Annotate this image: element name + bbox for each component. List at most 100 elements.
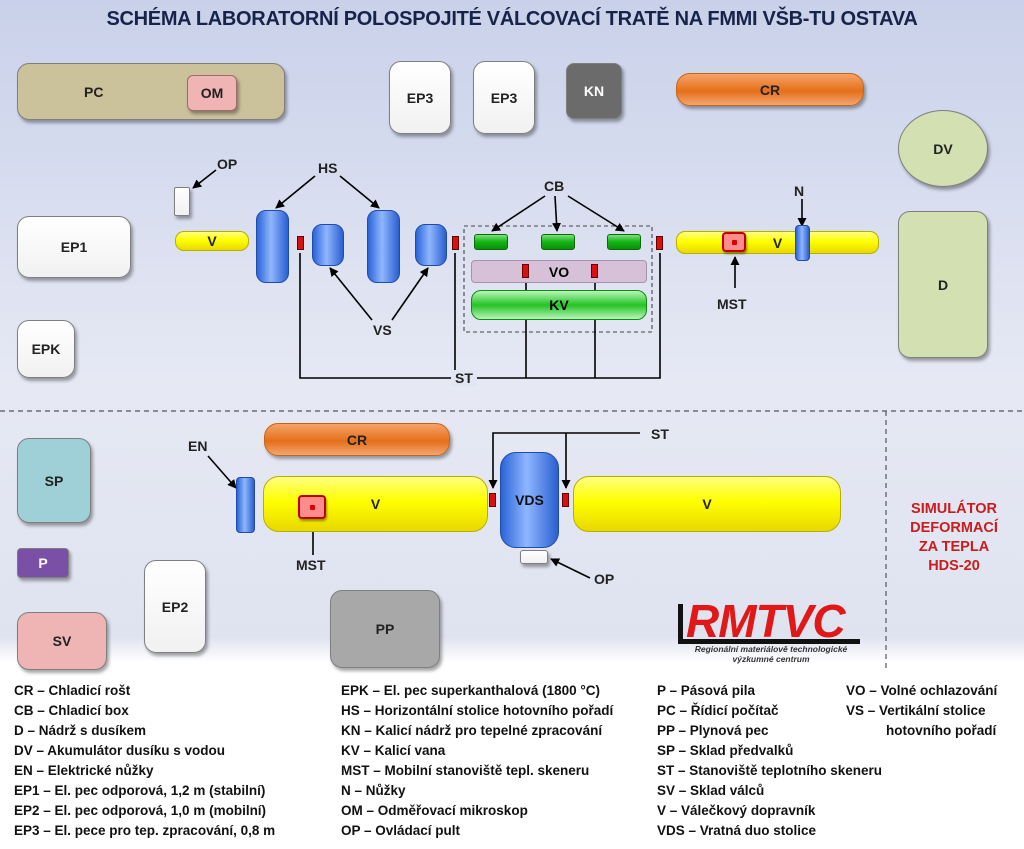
simulator-line-1: SIMULÁTOR bbox=[911, 501, 997, 517]
conveyor-v-right: V bbox=[676, 231, 879, 254]
v-left-label: V bbox=[207, 233, 217, 249]
st-label-bottom: ST bbox=[651, 426, 669, 442]
pc-block: PC bbox=[17, 63, 285, 120]
vds-stand: VDS bbox=[500, 452, 559, 548]
legend-column-4: VO – Volné ochlazování VS – Vertikální s… bbox=[846, 681, 997, 741]
legend-item: VS – Vertikální stolice bbox=[846, 703, 986, 718]
hs-stand-1 bbox=[256, 210, 289, 283]
vds-label: VDS bbox=[515, 492, 544, 508]
st-scanner-3 bbox=[522, 264, 529, 278]
vo-label: VO bbox=[548, 263, 570, 280]
st-scanner-2 bbox=[452, 236, 459, 250]
kv-tank: KV bbox=[471, 290, 647, 320]
ep3-block-2: EP3 bbox=[473, 61, 535, 134]
v-bottom-right-label: V bbox=[702, 496, 712, 512]
d-tank: D bbox=[898, 211, 988, 358]
vo-zone: VO bbox=[471, 260, 647, 283]
kn-block: KN bbox=[566, 63, 622, 119]
rmtvc-logo-mark bbox=[678, 604, 860, 644]
legend-item: MST – Mobilní stanoviště tepl. skeneru bbox=[341, 763, 590, 778]
cb-box-3 bbox=[607, 234, 641, 250]
simulator-caption: SIMULÁTOR DEFORMACÍ ZA TEPLA HDS-20 bbox=[892, 500, 1016, 576]
op-label-bottom: OP bbox=[594, 571, 615, 587]
cr-block-top: CR bbox=[676, 73, 864, 106]
conveyor-v-left: V bbox=[175, 231, 249, 251]
legend-item: OM – Odměřovací mikroskop bbox=[341, 803, 528, 818]
rmtvc-logo: RMTVC Regionální materiálově technologic… bbox=[676, 595, 866, 670]
legend-item: EP1 – El. pec odporová, 1,2 m (stabilní) bbox=[14, 783, 266, 798]
legend-item: HS – Horizontální stolice hotovního pořa… bbox=[341, 703, 614, 718]
cb-box-2 bbox=[541, 234, 575, 250]
legend-item: ST – Stanoviště teplotního skeneru bbox=[657, 763, 883, 778]
om-block: OM bbox=[187, 75, 237, 111]
simulator-line-2: DEFORMACÍ bbox=[910, 520, 998, 536]
legend-item: VDS – Vratná duo stolice bbox=[657, 823, 817, 838]
mst-top bbox=[722, 232, 746, 252]
op-panel-bottom bbox=[520, 550, 548, 564]
legend-item: KV – Kalicí vana bbox=[341, 743, 446, 758]
diagram-title: SCHÉMA LABORATORNÍ POLOSPOJITÉ VÁLCOVACÍ… bbox=[106, 8, 918, 30]
logo-text: RMTVC bbox=[686, 595, 846, 647]
hs-stand-2 bbox=[367, 210, 400, 283]
vs-label: VS bbox=[373, 322, 392, 338]
st-scanner-4 bbox=[591, 264, 598, 278]
cb-box-1 bbox=[474, 234, 508, 250]
v-right-label: V bbox=[772, 234, 783, 251]
legend-item: VO – Volné ochlazování bbox=[846, 683, 998, 698]
epk-block: EPK bbox=[17, 320, 75, 378]
legend-item: P – Pásová pila bbox=[657, 683, 756, 698]
cb-label: CB bbox=[544, 178, 565, 194]
st-scanner-6 bbox=[489, 493, 496, 507]
conveyor-v-bottom-left: V bbox=[263, 476, 488, 532]
en-shears bbox=[236, 477, 255, 533]
op-panel-top bbox=[174, 187, 190, 216]
st-label-top: ST bbox=[451, 370, 477, 386]
legend-item: N – Nůžky bbox=[341, 783, 406, 798]
legend-item: SV – Sklad válců bbox=[657, 783, 765, 798]
legend-item: PC – Řídicí počítač bbox=[657, 703, 779, 718]
mst-label-top: MST bbox=[717, 296, 747, 312]
legend-item: SP – Sklad předvalků bbox=[657, 743, 794, 758]
legend-column-3: P – Pásová pila PC – Řídicí počítač PP –… bbox=[657, 681, 882, 841]
cr-block-bottom: CR bbox=[264, 423, 450, 456]
legend-item: EP2 – El. pec odporová, 1,0 m (mobilní) bbox=[14, 803, 267, 818]
legend-item: CB – Chladicí box bbox=[14, 703, 129, 718]
st-scanner-5 bbox=[656, 236, 663, 250]
ep2-block: EP2 bbox=[144, 560, 206, 653]
logo-subtitle-1: Regionální materiálově technologické bbox=[694, 644, 848, 654]
vs-stand-2 bbox=[415, 224, 447, 266]
ep3-block-1: EP3 bbox=[389, 61, 451, 134]
n-shears bbox=[795, 225, 810, 261]
dv-tank: DV bbox=[898, 110, 988, 187]
pc-label: PC bbox=[84, 83, 104, 100]
mst-bottom bbox=[298, 495, 326, 519]
mst-label-bottom: MST bbox=[296, 557, 326, 573]
v-bottom-left-label: V bbox=[370, 496, 381, 512]
sv-block: SV bbox=[17, 612, 107, 670]
legend-item: CR – Chladicí rošt bbox=[14, 683, 131, 698]
legend-item: OP – Ovládací pult bbox=[341, 823, 461, 838]
legend-item: D – Nádrž s dusíkem bbox=[14, 723, 147, 738]
legend-item: DV – Akumulátor dusíku s vodou bbox=[14, 743, 226, 758]
legend-item: KN – Kalicí nádrž pro tepelné zpracování bbox=[341, 723, 603, 738]
pp-block: PP bbox=[330, 590, 440, 668]
p-block: P bbox=[17, 548, 69, 578]
conveyor-v-bottom-right: V bbox=[573, 476, 841, 532]
en-label: EN bbox=[188, 438, 208, 454]
sp-block: SP bbox=[17, 438, 91, 523]
logo-subtitle: Regionální materiálově technologické výz… bbox=[676, 644, 866, 664]
st-scanner-7 bbox=[562, 493, 569, 507]
legend-item: EPK – El. pec superkanthalová (1800 °C) bbox=[341, 683, 600, 698]
simulator-line-4: HDS-20 bbox=[928, 558, 980, 574]
legend-column-1: CR – Chladicí rošt CB – Chladicí box D –… bbox=[14, 681, 275, 841]
legend-item: EP3 – El. pece pro tep. zpracování, 0,8 … bbox=[14, 823, 276, 838]
legend-item: V – Válečkový dopravník bbox=[657, 803, 816, 818]
kv-label: KV bbox=[549, 297, 569, 313]
ep1-block: EP1 bbox=[17, 216, 131, 278]
op-label-top: OP bbox=[217, 156, 238, 172]
st-scanner-1 bbox=[297, 236, 304, 250]
logo-subtitle-2: výzkumné centrum bbox=[732, 654, 810, 664]
legend-column-2: EPK – El. pec superkanthalová (1800 °C) … bbox=[341, 681, 613, 841]
